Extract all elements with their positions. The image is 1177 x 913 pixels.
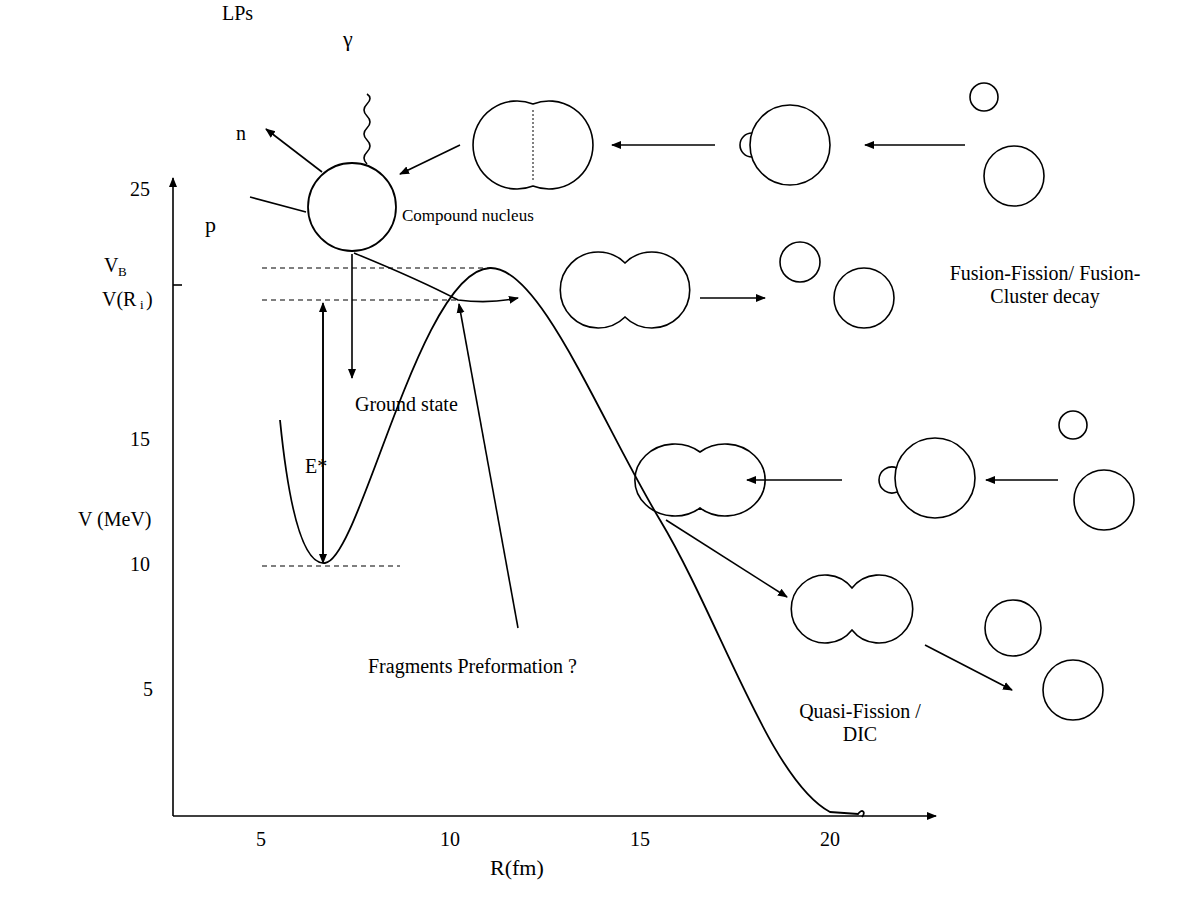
level-label: ) <box>146 288 153 311</box>
proton-symbol: p <box>205 212 216 237</box>
node-label: Compound nucleus <box>402 206 534 226</box>
process-label: Quasi-Fission / DIC <box>790 700 930 746</box>
energy-label: E* <box>305 455 327 478</box>
axis-title: R(fm) <box>490 855 544 880</box>
compound-nucleus: Compound nucleus <box>306 161 538 253</box>
tick-label: 25 <box>130 178 150 201</box>
axis-title: LPs <box>222 2 253 25</box>
level-label: V(R <box>102 288 136 311</box>
tick-label: 15 <box>630 828 650 851</box>
nucleus-circle <box>306 161 398 253</box>
gamma-symbol: γ <box>343 26 353 51</box>
note-label: Ground state <box>355 393 458 416</box>
tick-label: 5 <box>256 828 266 851</box>
subscript: B <box>118 265 127 280</box>
tick-label: 15 <box>130 428 150 451</box>
subscript: i <box>140 298 144 313</box>
tick-label: 5 <box>143 678 153 701</box>
tick-label: 10 <box>440 828 460 851</box>
axis-title: V (MeV) <box>78 508 152 531</box>
level-label: V <box>104 254 118 277</box>
note-label: Fragments Preformation ? <box>368 655 577 678</box>
process-label: Fusion-Fission/ Fusion-Cluster decay <box>925 262 1165 308</box>
neutron-symbol: n <box>236 122 246 145</box>
tick-label: 20 <box>820 828 840 851</box>
tick-label: 10 <box>130 553 150 576</box>
